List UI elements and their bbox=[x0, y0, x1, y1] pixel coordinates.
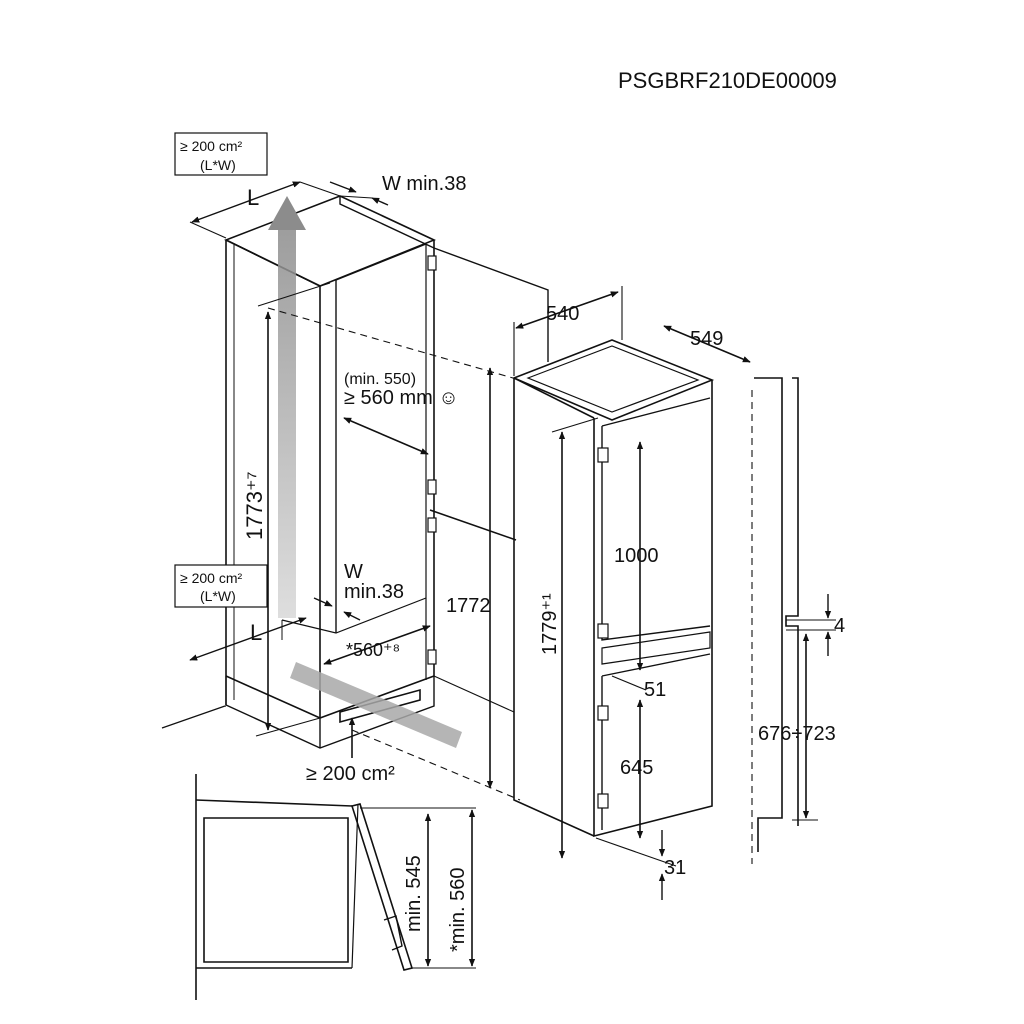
svg-text:*min. 560: *min. 560 bbox=[447, 868, 469, 953]
dim-freezer-door: 645 bbox=[620, 699, 653, 839]
svg-text:W: W bbox=[344, 561, 363, 583]
cabinet-niche bbox=[161, 195, 549, 749]
dim-door-range: 676÷723 bbox=[758, 633, 836, 819]
svg-text:1772: 1772 bbox=[446, 595, 491, 617]
dim-opening-depth: *560⁺⁸ bbox=[323, 625, 431, 665]
dim-gap-51: 51 bbox=[611, 675, 666, 701]
svg-text:≥ 200 cm²: ≥ 200 cm² bbox=[306, 763, 395, 785]
dim-L-top: L bbox=[189, 181, 341, 239]
dim-appliance-depth: 549 bbox=[663, 325, 751, 363]
svg-text:L: L bbox=[247, 185, 259, 210]
svg-text:*560⁺⁸: *560⁺⁸ bbox=[346, 640, 400, 660]
vent-bottom-callout: ≥ 200 cm² (L*W) bbox=[174, 564, 268, 608]
svg-text:(L*W): (L*W) bbox=[200, 157, 236, 173]
svg-text:≥ 200 cm²: ≥ 200 cm² bbox=[180, 138, 242, 154]
model-code: PSGBRF210DE00009 bbox=[618, 68, 837, 93]
vent-top-callout: ≥ 200 cm² (L*W) bbox=[174, 132, 268, 176]
dim-appliance-width: 540 bbox=[513, 286, 623, 376]
side-section bbox=[195, 774, 476, 1000]
svg-text:540: 540 bbox=[546, 303, 579, 325]
hinge-icon bbox=[427, 255, 437, 665]
dim-gap-31: 31 bbox=[595, 830, 686, 900]
svg-text:L: L bbox=[250, 620, 262, 645]
airflow-arrow-up bbox=[268, 196, 306, 618]
dim-section-545: min. 545 bbox=[403, 813, 432, 967]
svg-text:549: 549 bbox=[690, 328, 723, 350]
dim-W-top: W min.38 bbox=[329, 173, 466, 206]
svg-text:min. 545: min. 545 bbox=[403, 855, 425, 932]
dim-plinth-vent: ≥ 200 cm² bbox=[306, 717, 395, 785]
svg-text:(min. 550): (min. 550) bbox=[344, 371, 416, 388]
guide-lines bbox=[267, 307, 521, 801]
dim-gap-4: 4 bbox=[824, 594, 845, 656]
dim-cabinet-height: 1772 bbox=[446, 367, 494, 789]
dim-niche-depth: (min. 550) ≥ 560 mm ☺ bbox=[343, 371, 459, 455]
dim-W-side: W min.38 bbox=[313, 561, 404, 621]
svg-text:1773⁺⁷: 1773⁺⁷ bbox=[242, 471, 267, 540]
dim-fridge-door: 1000 bbox=[614, 441, 659, 671]
svg-text:4: 4 bbox=[834, 615, 845, 637]
svg-text:31: 31 bbox=[664, 857, 686, 879]
svg-text:≥ 200 cm²: ≥ 200 cm² bbox=[180, 570, 242, 586]
svg-text:min.38: min.38 bbox=[344, 581, 404, 603]
svg-text:51: 51 bbox=[644, 679, 666, 701]
svg-text:1000: 1000 bbox=[614, 545, 659, 567]
svg-text:≥ 560 mm ☺: ≥ 560 mm ☺ bbox=[344, 387, 459, 409]
svg-text:676÷723: 676÷723 bbox=[758, 723, 836, 745]
svg-text:(L*W): (L*W) bbox=[200, 588, 236, 604]
svg-text:645: 645 bbox=[620, 757, 653, 779]
airflow-arrow-in bbox=[290, 662, 462, 748]
svg-text:1779⁺¹: 1779⁺¹ bbox=[539, 593, 561, 655]
hinge-icon bbox=[597, 447, 609, 809]
svg-text:W min.38: W min.38 bbox=[382, 173, 466, 195]
dim-niche-height: 1773⁺⁷ bbox=[242, 282, 331, 737]
dim-section-560: *min. 560 bbox=[447, 809, 476, 967]
dim-appliance-height: 1779⁺¹ bbox=[539, 417, 599, 859]
appliance bbox=[511, 339, 715, 838]
door-profile bbox=[751, 377, 836, 864]
dim-L-bottom: L bbox=[189, 617, 307, 661]
